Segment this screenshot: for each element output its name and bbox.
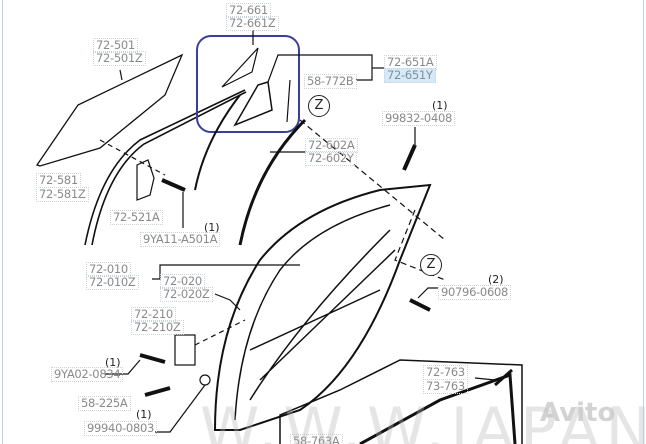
part-label[interactable]: 99940-0803	[84, 421, 157, 436]
zone-marker-z: Z	[420, 254, 442, 276]
quantity: (2)	[488, 273, 504, 286]
door-glass	[35, 53, 184, 167]
part-label-highlighted[interactable]: 72-651Y	[384, 68, 436, 83]
part-label[interactable]: 9YA02-0834	[51, 367, 124, 382]
weatherstrip	[238, 118, 307, 246]
nut	[199, 374, 211, 386]
part-label[interactable]: 72-210Z	[131, 320, 184, 335]
part-label[interactable]: 72-581	[36, 173, 81, 188]
part-label[interactable]: 72-501Z	[93, 51, 146, 66]
part-label[interactable]: 72-020	[160, 274, 205, 289]
part-label[interactable]: 58-772B	[304, 74, 357, 89]
watermark: W.W.W.JAPANO	[200, 395, 646, 444]
part-label[interactable]: 72-020Z	[160, 287, 213, 302]
part-label[interactable]: 73-763	[423, 379, 468, 394]
part-label[interactable]: 9YA11-A501A	[140, 232, 221, 247]
leader-line	[474, 377, 496, 381]
dashed-line	[99, 139, 166, 176]
leader-line	[286, 79, 291, 123]
zone-marker-z: Z	[308, 95, 330, 117]
inset-frame	[279, 359, 523, 444]
part-label[interactable]: 58-763A	[290, 434, 343, 444]
door-inner-frame	[234, 204, 396, 421]
leader-line	[119, 69, 123, 81]
center-channel	[194, 94, 241, 191]
quantity: (1)	[432, 99, 448, 112]
bolt	[144, 386, 171, 397]
quantity: (1)	[105, 356, 121, 369]
part-label[interactable]: 58-225A	[78, 396, 131, 411]
part-label[interactable]: 72-210	[131, 307, 176, 322]
part-label[interactable]: 72-661Z	[226, 16, 279, 31]
leader-line	[152, 264, 300, 280]
part-label[interactable]: 72-010	[86, 262, 131, 277]
quantity: (1)	[204, 221, 220, 234]
part-label[interactable]: 90796-0608	[438, 285, 511, 300]
highlight-box	[196, 35, 300, 133]
door-panel	[213, 183, 432, 431]
leader-line	[267, 54, 373, 83]
bolt	[139, 353, 166, 364]
quarter-seal	[233, 81, 273, 127]
dashed-line	[299, 119, 446, 281]
leader-line	[214, 293, 241, 311]
bolt	[161, 178, 186, 192]
quantity: (1)	[136, 408, 152, 421]
leader-line	[417, 287, 438, 299]
part-label[interactable]: 72-501	[93, 38, 138, 53]
leader-line	[155, 384, 206, 433]
part-label[interactable]: 99832-0408	[382, 111, 455, 126]
bolt	[402, 144, 417, 171]
inset-seal	[359, 372, 517, 444]
glass-run-channel	[84, 89, 247, 246]
part-label[interactable]: 72-010Z	[86, 275, 139, 290]
part-label[interactable]: 72-763	[423, 365, 468, 380]
bracket	[136, 159, 155, 201]
part-label[interactable]: 72-602Y	[305, 151, 357, 166]
bolt	[409, 298, 431, 312]
molding-piece	[494, 368, 513, 387]
hinge	[174, 334, 196, 366]
part-label[interactable]: 72-661	[226, 3, 271, 18]
avito-logo: Avito	[540, 398, 616, 428]
quarter-glass	[221, 47, 259, 88]
dashed-line	[194, 319, 246, 346]
part-label[interactable]: 72-521A	[110, 210, 163, 225]
part-label[interactable]: 72-602A	[305, 138, 358, 153]
part-label[interactable]: 72-581Z	[36, 187, 89, 202]
leader-line	[105, 359, 141, 375]
